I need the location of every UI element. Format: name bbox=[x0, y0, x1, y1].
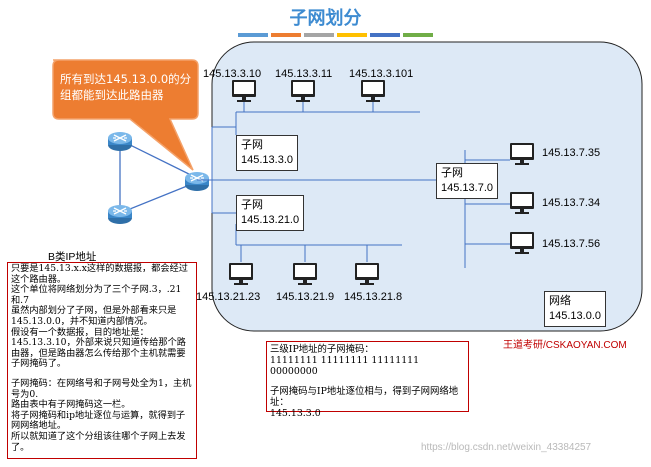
network-address: 145.13.0.0 bbox=[549, 310, 601, 322]
note-line: 三级IP地址的子网掩码： bbox=[270, 344, 374, 355]
note-line: 虽然内部划分了子网，但是外部看来只是145.13.0.0，并不知道内部情况。 bbox=[11, 305, 177, 327]
note-line bbox=[270, 377, 465, 386]
callout-text: 所有到达145.13.0.0的分组都能到达此路由器 bbox=[60, 72, 192, 102]
router-icon bbox=[107, 131, 133, 152]
right-note-box: 三级IP地址的子网掩码： 11111111 11111111 11111111 … bbox=[266, 341, 469, 419]
router-icon bbox=[184, 171, 210, 192]
subnet-name: 子网 bbox=[441, 167, 463, 179]
router-icon bbox=[107, 204, 133, 225]
subnet-name: 子网 bbox=[241, 139, 263, 151]
color-bar-segment bbox=[403, 33, 433, 37]
note-line: 假设有一个数据报，目的地址是：145.13.3.10，外部来说只知道传给那个路由… bbox=[11, 326, 186, 370]
network-name: 网络 bbox=[549, 295, 571, 307]
note-line: 路由表中有子网掩码这一栏。 bbox=[11, 399, 131, 411]
color-bar-segment bbox=[271, 33, 301, 37]
color-bar-segment bbox=[370, 33, 400, 37]
host-label: 145.13.3.10 bbox=[203, 68, 262, 80]
url-watermark: https://blog.csdn.net/weixin_43384257 bbox=[421, 442, 592, 453]
host-label: 145.13.3.11 bbox=[275, 68, 333, 80]
host-label: 145.13.7.35 bbox=[542, 147, 601, 159]
host-label: 145.13.7.56 bbox=[542, 238, 601, 250]
note-line: 这个单位将网络划分为了三个子网.3，.21和.7 bbox=[11, 284, 182, 306]
network-box: 网络 145.13.0.0 bbox=[544, 291, 606, 327]
subnet-name: 子网 bbox=[241, 199, 263, 211]
callout-shape bbox=[52, 59, 199, 171]
color-bar-segment bbox=[238, 33, 268, 37]
note-line: 只要是145.13.x.x这样的数据报，都会经过这个路由器。 bbox=[11, 263, 188, 285]
subnet-address: 145.13.21.0 bbox=[241, 214, 300, 226]
note-line: 子网掩码与IP地址逐位相与，得到子网网络地址： bbox=[270, 386, 459, 408]
subnet-address: 145.13.7.0 bbox=[441, 182, 493, 194]
color-bar-segment bbox=[304, 33, 334, 37]
host-label: 145.13.21.9 bbox=[276, 291, 335, 303]
brand-watermark: 王道考研/CSKAOYAN.COM bbox=[503, 340, 627, 351]
host-label: 145.13.7.34 bbox=[542, 197, 601, 209]
subnet-address: 145.13.3.0 bbox=[241, 154, 293, 166]
class-b-label: B类IP地址 bbox=[48, 251, 97, 263]
subnet-box-21: 子网 145.13.21.0 bbox=[236, 195, 305, 231]
note-line: 11111111 11111111 11111111 00000000 bbox=[270, 355, 423, 377]
network-area bbox=[211, 41, 643, 332]
host-label: 145.13.3.101 bbox=[349, 68, 414, 80]
page-title: 子网划分 bbox=[289, 8, 362, 29]
subnet-box-7: 子网 145.13.7.0 bbox=[436, 163, 498, 199]
color-bar-segment bbox=[337, 33, 367, 37]
host-label: 145.13.21.8 bbox=[344, 291, 403, 303]
note-line: 将子网掩码和ip地址逐位与运算，就得到子网网络地址。 bbox=[11, 409, 186, 432]
note-line: 子网掩码：在网络号和子网号处全为1，主机号为0. bbox=[11, 377, 192, 400]
subnet-box-3: 子网 145.13.3.0 bbox=[236, 135, 298, 171]
note-line: 所以就知道了这个分组该往哪个子网上去发了。 bbox=[11, 430, 186, 453]
left-note-box: 只要是145.13.x.x这样的数据报，都会经过这个路由器。 这个单位将网络划分… bbox=[7, 262, 197, 459]
note-line: 145.13.3.0 bbox=[270, 408, 321, 419]
host-label: 145.13.21.23 bbox=[196, 291, 261, 303]
